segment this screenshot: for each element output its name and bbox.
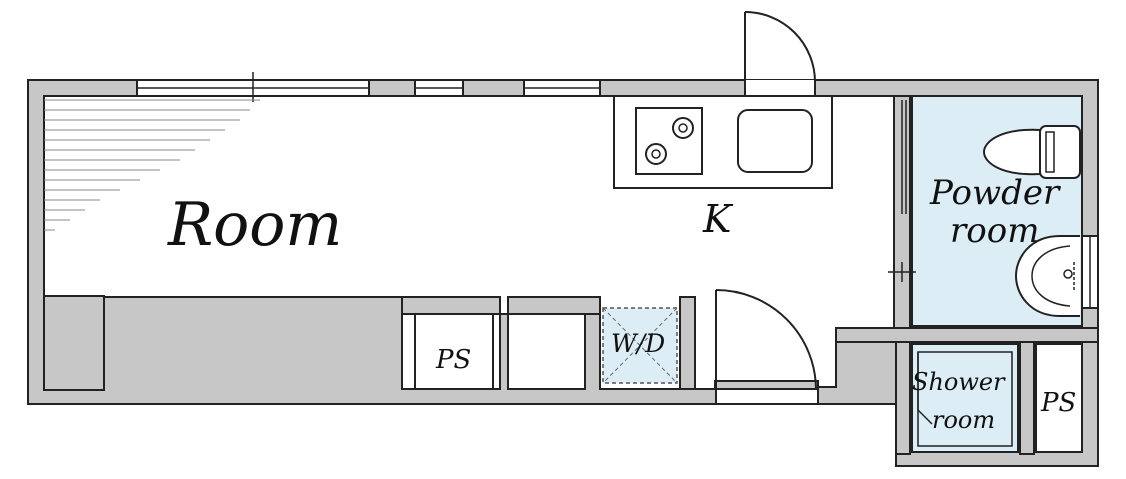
- burner-icon: [672, 117, 694, 139]
- powder-room-label-line1: Powder: [929, 173, 1061, 213]
- wall-segment: [507, 296, 601, 315]
- partition-wall: [1019, 341, 1035, 455]
- shower-tray: [917, 351, 1013, 447]
- shower-room-area: [911, 343, 1019, 453]
- door-opening: [745, 80, 815, 96]
- washer-dryer-cross: [602, 307, 678, 384]
- room-label: Room: [167, 190, 342, 260]
- door-swing: [744, 11, 816, 83]
- toilet-icon: [982, 125, 1081, 179]
- pipe-space-right: [1035, 343, 1083, 453]
- shower-room-label-line1: Shower: [912, 368, 1006, 396]
- kitchen-label: K: [702, 197, 734, 241]
- kitchen-sink: [737, 109, 813, 173]
- shower-room-label-line2: room: [932, 406, 995, 434]
- room-wall-block: [43, 295, 105, 391]
- burner-icon: [645, 143, 667, 165]
- partition-wall: [895, 341, 911, 455]
- wall-segment: [679, 296, 696, 390]
- wall-segment: [401, 296, 501, 315]
- powder-room-label-line2: room: [950, 211, 1039, 251]
- door-swing: [715, 289, 817, 391]
- partition-wall: [835, 327, 1099, 343]
- pipe-space-left-label: PS: [435, 345, 471, 375]
- pipe-space-right-label: PS: [1040, 388, 1076, 418]
- washer-dryer-label: W/D: [611, 329, 665, 358]
- stove: [635, 107, 703, 175]
- door-opening: [715, 388, 819, 405]
- wash-basin-icon: [1014, 235, 1080, 317]
- shower-door: [917, 352, 933, 425]
- pipe-space-left: [414, 313, 494, 390]
- floor-hatching: [44, 99, 260, 231]
